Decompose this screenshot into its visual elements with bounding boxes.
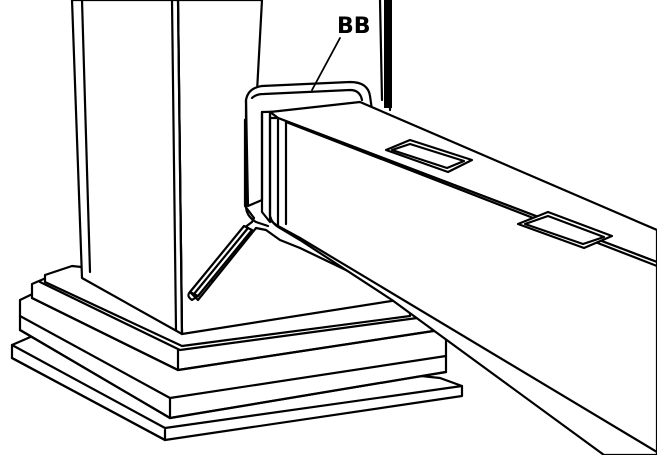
callout-label-bb: BB	[337, 14, 371, 39]
rail-hole-1	[384, 138, 474, 174]
post	[70, 0, 402, 336]
callout-leader-line	[311, 37, 341, 91]
rail-hole-2	[516, 210, 614, 250]
rail	[268, 100, 657, 455]
screw	[187, 224, 254, 302]
